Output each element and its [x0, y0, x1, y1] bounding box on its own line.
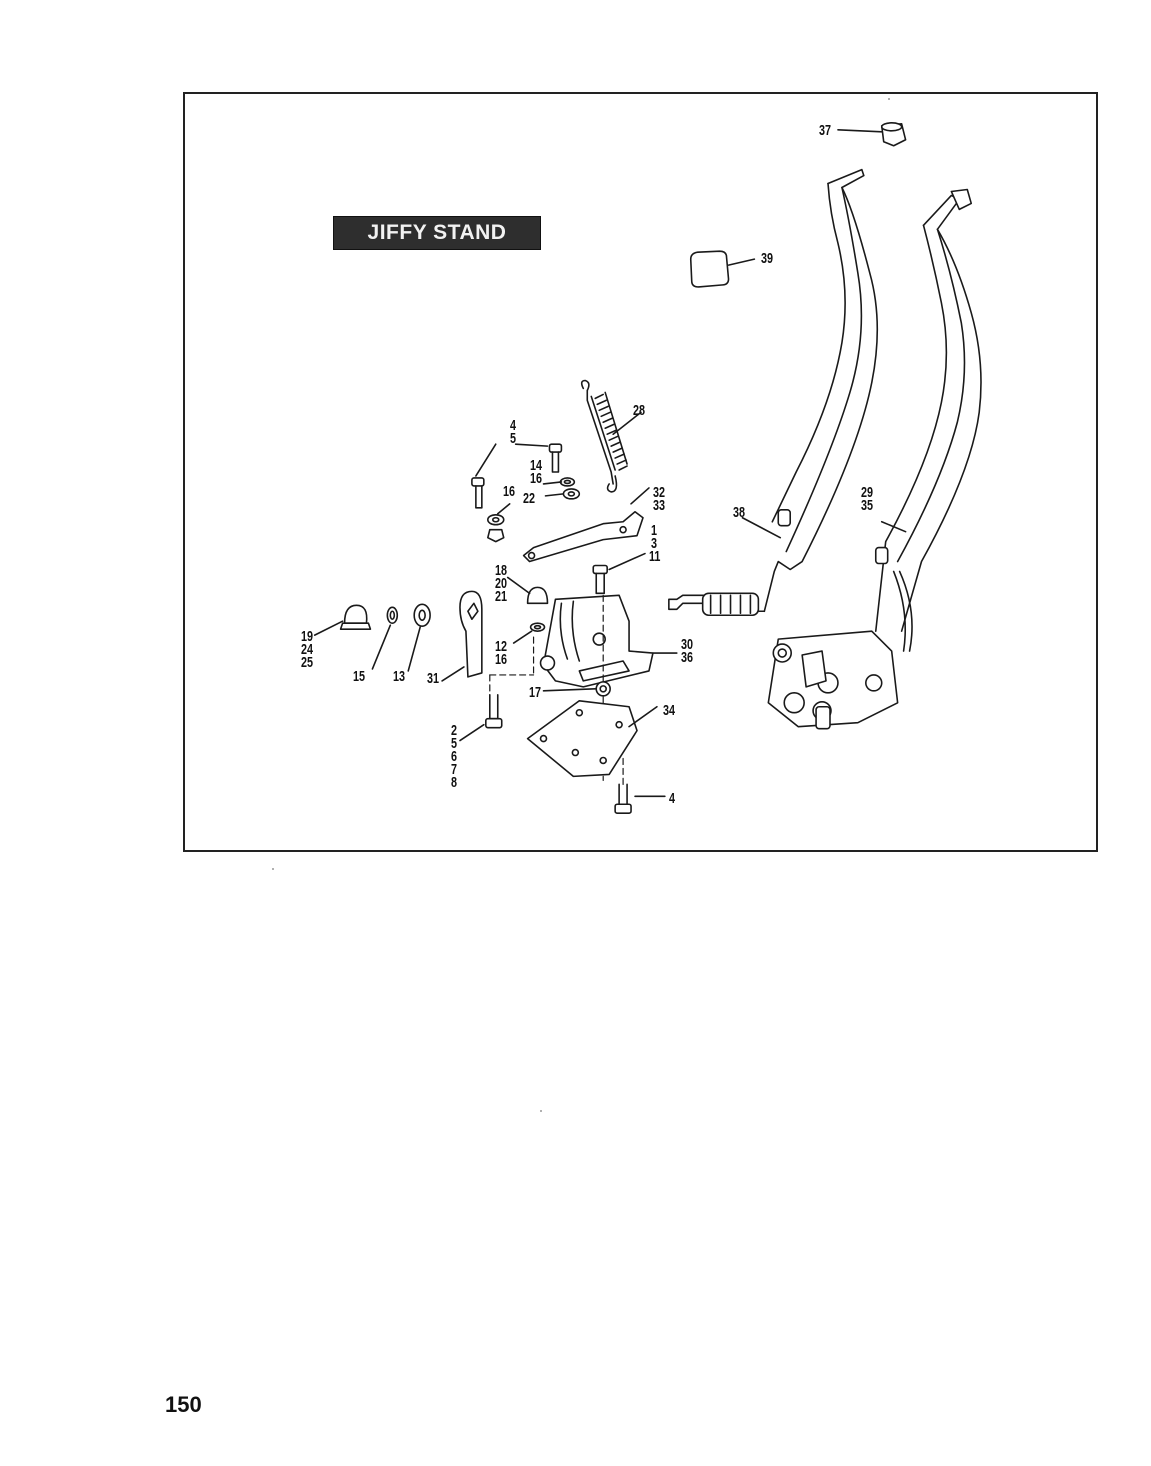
callout-35: 35 — [861, 497, 874, 514]
callout-33: 33 — [653, 497, 666, 514]
part-12-16-washer — [512, 622, 546, 644]
page-number: 150 — [165, 1392, 202, 1417]
callout-4: 4 — [669, 790, 676, 807]
part-4-bottom-bolt — [614, 783, 666, 814]
exploded-parts-drawing — [313, 122, 982, 814]
callout-4: 4 — [510, 417, 517, 434]
part-31-link — [441, 590, 483, 682]
callout-1: 1 — [651, 522, 658, 539]
callout-5: 5 — [451, 735, 458, 752]
part-1-bolt — [592, 552, 646, 595]
callout-8: 8 — [451, 774, 458, 791]
part-38-stand-leg — [668, 168, 879, 617]
callout-13: 13 — [393, 668, 406, 685]
callout-16: 16 — [530, 470, 543, 487]
part-15-lockwasher — [371, 606, 399, 670]
part-14-16-22-washers — [487, 477, 581, 543]
callout-36: 36 — [681, 649, 694, 666]
part-28-spring — [580, 379, 642, 493]
callout-6: 6 — [451, 748, 458, 765]
diagram-title: JIFFY STAND — [333, 216, 541, 250]
scan-speck — [888, 98, 890, 100]
part-18-acorn-nut — [506, 576, 549, 605]
part-34-plate — [526, 699, 658, 778]
callout-38: 38 — [733, 504, 746, 521]
callout-16: 16 — [495, 651, 508, 668]
part-39-pad — [689, 250, 756, 288]
callout-25: 25 — [301, 654, 314, 671]
callout-37: 37 — [819, 122, 832, 139]
callout-28: 28 — [633, 402, 646, 419]
callout-19: 19 — [301, 628, 314, 645]
callout-17: 17 — [529, 684, 542, 701]
callout-5: 5 — [510, 430, 517, 447]
callout-16: 16 — [503, 483, 516, 500]
callout-31: 31 — [427, 670, 440, 687]
callout-15: 15 — [353, 668, 366, 685]
scan-speck — [540, 1110, 542, 1112]
callout-30: 30 — [681, 636, 694, 653]
callout-12: 12 — [495, 638, 508, 655]
part-30-36-mount — [539, 594, 678, 688]
callout-18: 18 — [495, 562, 508, 579]
part-2-bolt — [459, 694, 503, 742]
part-4-5-bolts — [471, 443, 563, 509]
callout-29: 29 — [861, 484, 874, 501]
callout-32: 32 — [653, 484, 666, 501]
callout-11: 11 — [649, 548, 661, 565]
callout-34: 34 — [663, 702, 676, 719]
diagram-frame: JIFFY STAND 37 39 28 4 5 14 16 16 22 32 … — [183, 92, 1098, 852]
callout-24: 24 — [301, 641, 314, 658]
scan-speck — [272, 868, 274, 870]
part-13-washer — [407, 603, 431, 672]
part-37-foot-cap — [837, 122, 907, 147]
callout-3: 3 — [651, 535, 658, 552]
callout-22: 22 — [523, 490, 536, 507]
callout-20: 20 — [495, 575, 508, 592]
callout-2: 2 — [451, 722, 458, 739]
part-29-stand-assembly — [767, 188, 982, 730]
callout-21: 21 — [495, 588, 508, 605]
callout-14: 14 — [530, 457, 543, 474]
part-17-star-washer — [542, 681, 611, 697]
part-19-cap-nut — [313, 604, 372, 636]
callout-7: 7 — [451, 761, 458, 778]
part-32-33-bracket — [522, 487, 650, 563]
callout-39: 39 — [761, 250, 774, 267]
